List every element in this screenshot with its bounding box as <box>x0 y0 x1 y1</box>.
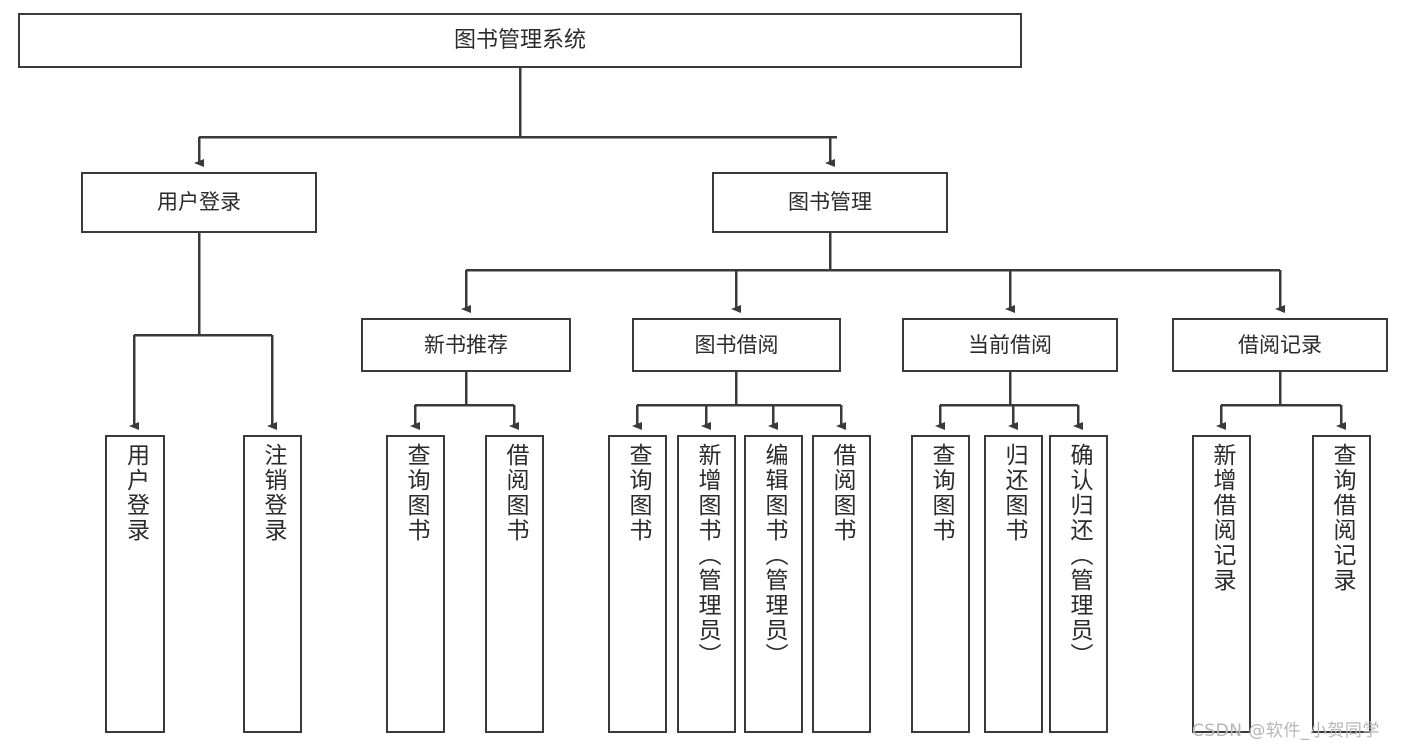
node-leaf-query-book-2-label: 查询图书 <box>625 443 651 543</box>
node-user-login-label: 用户登录 <box>157 190 241 215</box>
node-leaf-query-book-3-label: 查询图书 <box>928 443 954 543</box>
node-leaf-query-book-3[interactable]: 查询图书 <box>911 435 970 733</box>
node-leaf-borrow-book-2-label: 借阅图书 <box>829 443 855 543</box>
node-leaf-confirm-return-label: 确认归还（管理员） <box>1066 443 1092 668</box>
node-current-borrow-label: 当前借阅 <box>968 332 1052 357</box>
node-leaf-logout-login[interactable]: 注销登录 <box>243 435 302 733</box>
node-leaf-add-book-label: 新增图书（管理员） <box>694 443 720 668</box>
node-leaf-query-borrow-record[interactable]: 查询借阅记录 <box>1312 435 1371 733</box>
node-leaf-edit-book[interactable]: 编辑图书（管理员） <box>744 435 803 733</box>
node-new-book-recommend-label: 新书推荐 <box>424 332 508 357</box>
node-leaf-borrow-book-2[interactable]: 借阅图书 <box>812 435 871 733</box>
node-root[interactable]: 图书管理系统 <box>18 13 1022 68</box>
node-leaf-query-book-2[interactable]: 查询图书 <box>608 435 667 733</box>
node-leaf-return-book-label: 归还图书 <box>1001 443 1027 543</box>
node-leaf-borrow-book-1[interactable]: 借阅图书 <box>485 435 544 733</box>
node-leaf-user-login-label: 用户登录 <box>122 443 149 543</box>
node-book-manage[interactable]: 图书管理 <box>712 172 948 233</box>
node-leaf-add-borrow-record[interactable]: 新增借阅记录 <box>1192 435 1251 733</box>
node-leaf-query-book-1[interactable]: 查询图书 <box>386 435 445 733</box>
node-borrow-record-label: 借阅记录 <box>1238 332 1322 357</box>
watermark: CSDN @软件_小贺同学 <box>1192 721 1380 741</box>
node-user-login[interactable]: 用户登录 <box>81 172 317 233</box>
node-leaf-add-book[interactable]: 新增图书（管理员） <box>677 435 736 733</box>
node-leaf-user-login[interactable]: 用户登录 <box>105 435 165 733</box>
node-borrow-record[interactable]: 借阅记录 <box>1172 318 1388 372</box>
node-book-manage-label: 图书管理 <box>788 190 872 215</box>
node-new-book-recommend[interactable]: 新书推荐 <box>361 318 571 372</box>
node-leaf-logout-login-label: 注销登录 <box>260 443 286 543</box>
node-leaf-confirm-return[interactable]: 确认归还（管理员） <box>1049 435 1108 733</box>
node-leaf-query-borrow-record-label: 查询借阅记录 <box>1329 443 1355 593</box>
node-leaf-borrow-book-1-label: 借阅图书 <box>502 443 528 543</box>
node-leaf-add-borrow-record-label: 新增借阅记录 <box>1209 443 1235 593</box>
node-current-borrow[interactable]: 当前借阅 <box>902 318 1118 372</box>
node-root-label: 图书管理系统 <box>453 27 586 53</box>
node-book-borrow-label: 图书借阅 <box>694 332 779 357</box>
node-book-borrow[interactable]: 图书借阅 <box>632 318 841 372</box>
node-leaf-query-book-1-label: 查询图书 <box>403 443 429 543</box>
node-leaf-edit-book-label: 编辑图书（管理员） <box>761 443 787 668</box>
node-leaf-return-book[interactable]: 归还图书 <box>984 435 1043 733</box>
